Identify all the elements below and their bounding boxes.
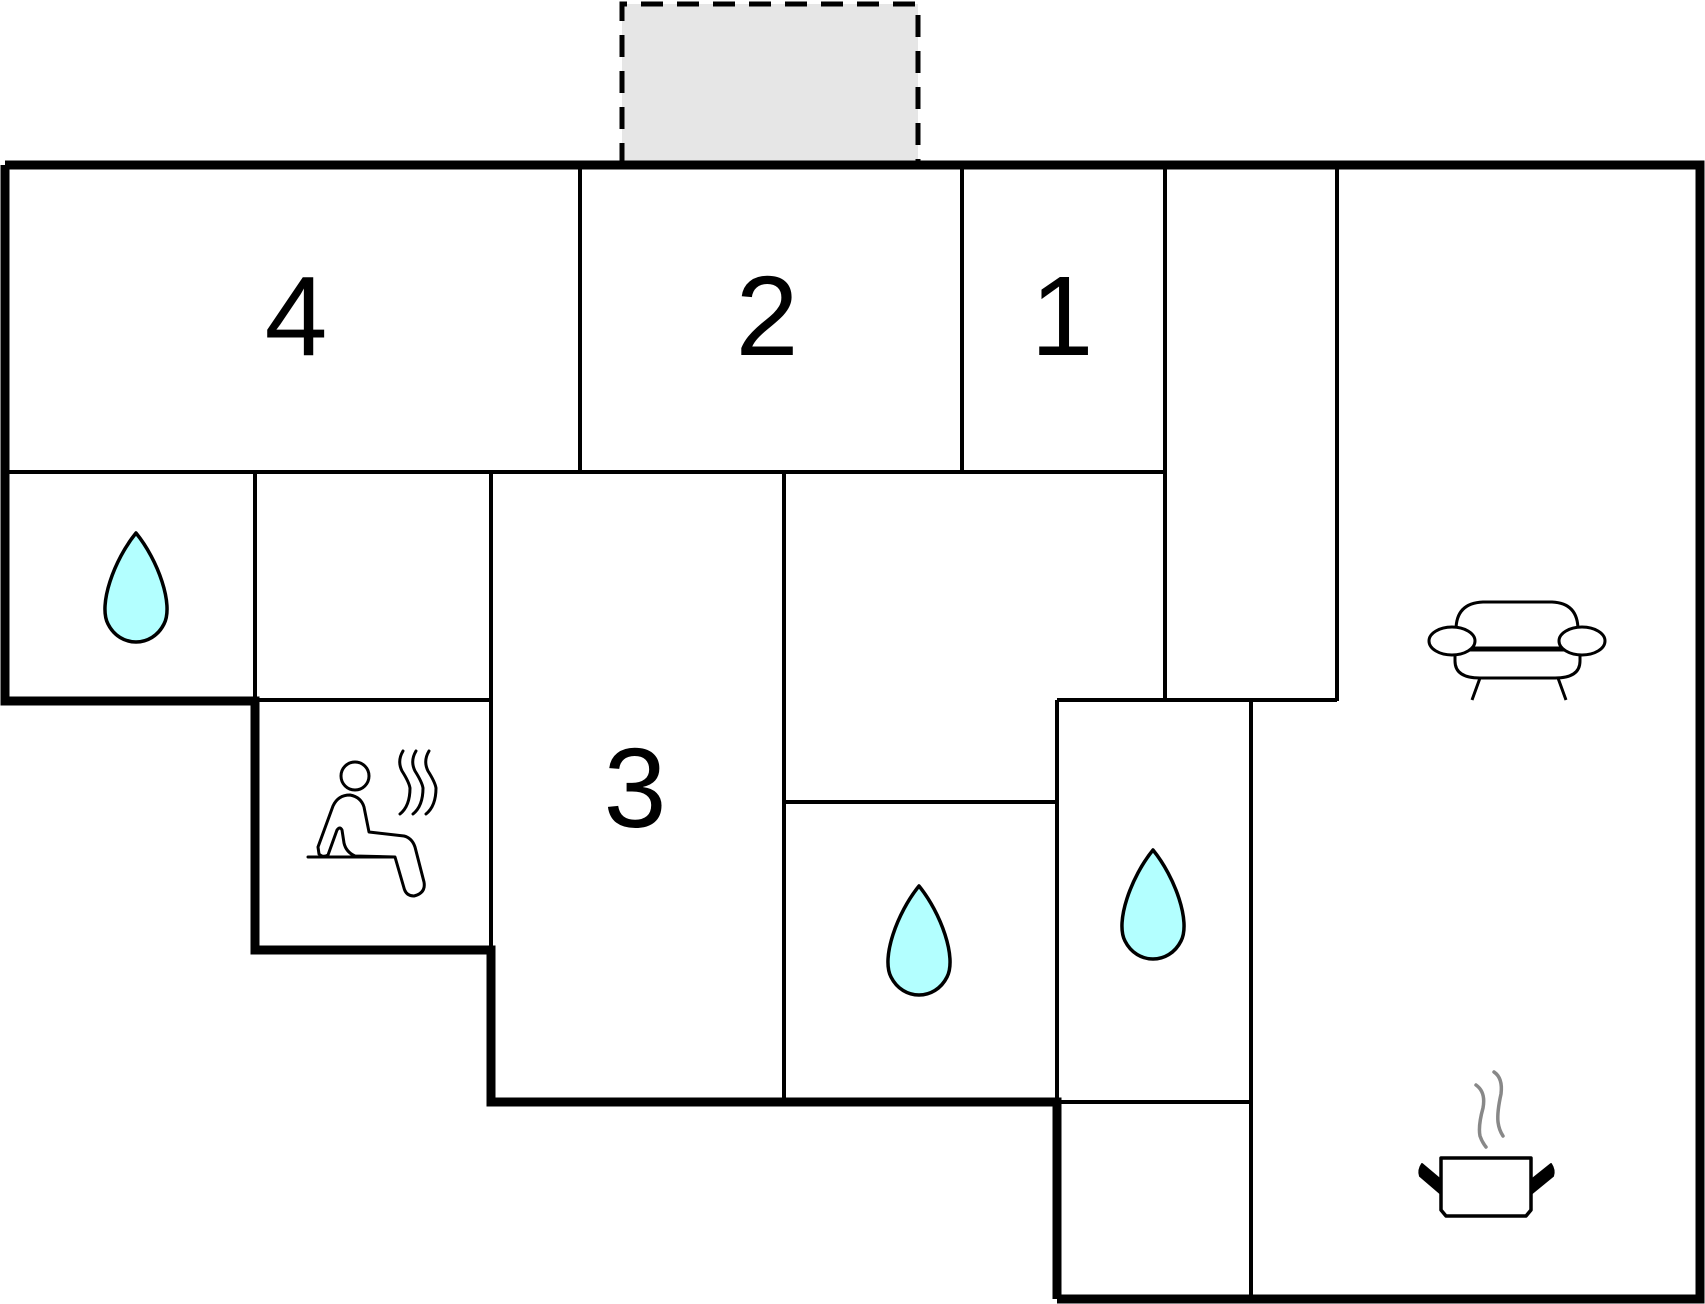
terrace-dashed-outline [619, 1, 921, 165]
room-label-4: 4 [265, 253, 328, 379]
cooking-pot-icon [1418, 1070, 1555, 1218]
room-label-3: 3 [604, 725, 667, 851]
interior-walls [5, 165, 1339, 1299]
room-label-2: 2 [736, 253, 799, 379]
terrace-area [622, 4, 918, 165]
water-drop-icon [103, 531, 169, 644]
exterior-walls [0, 160, 1705, 1304]
sauna-icon [306, 749, 438, 898]
water-drop-icon [886, 884, 952, 997]
sofa-icon [1427, 600, 1607, 701]
room-label-1: 1 [1031, 253, 1094, 379]
water-drop-icon [1120, 848, 1186, 961]
